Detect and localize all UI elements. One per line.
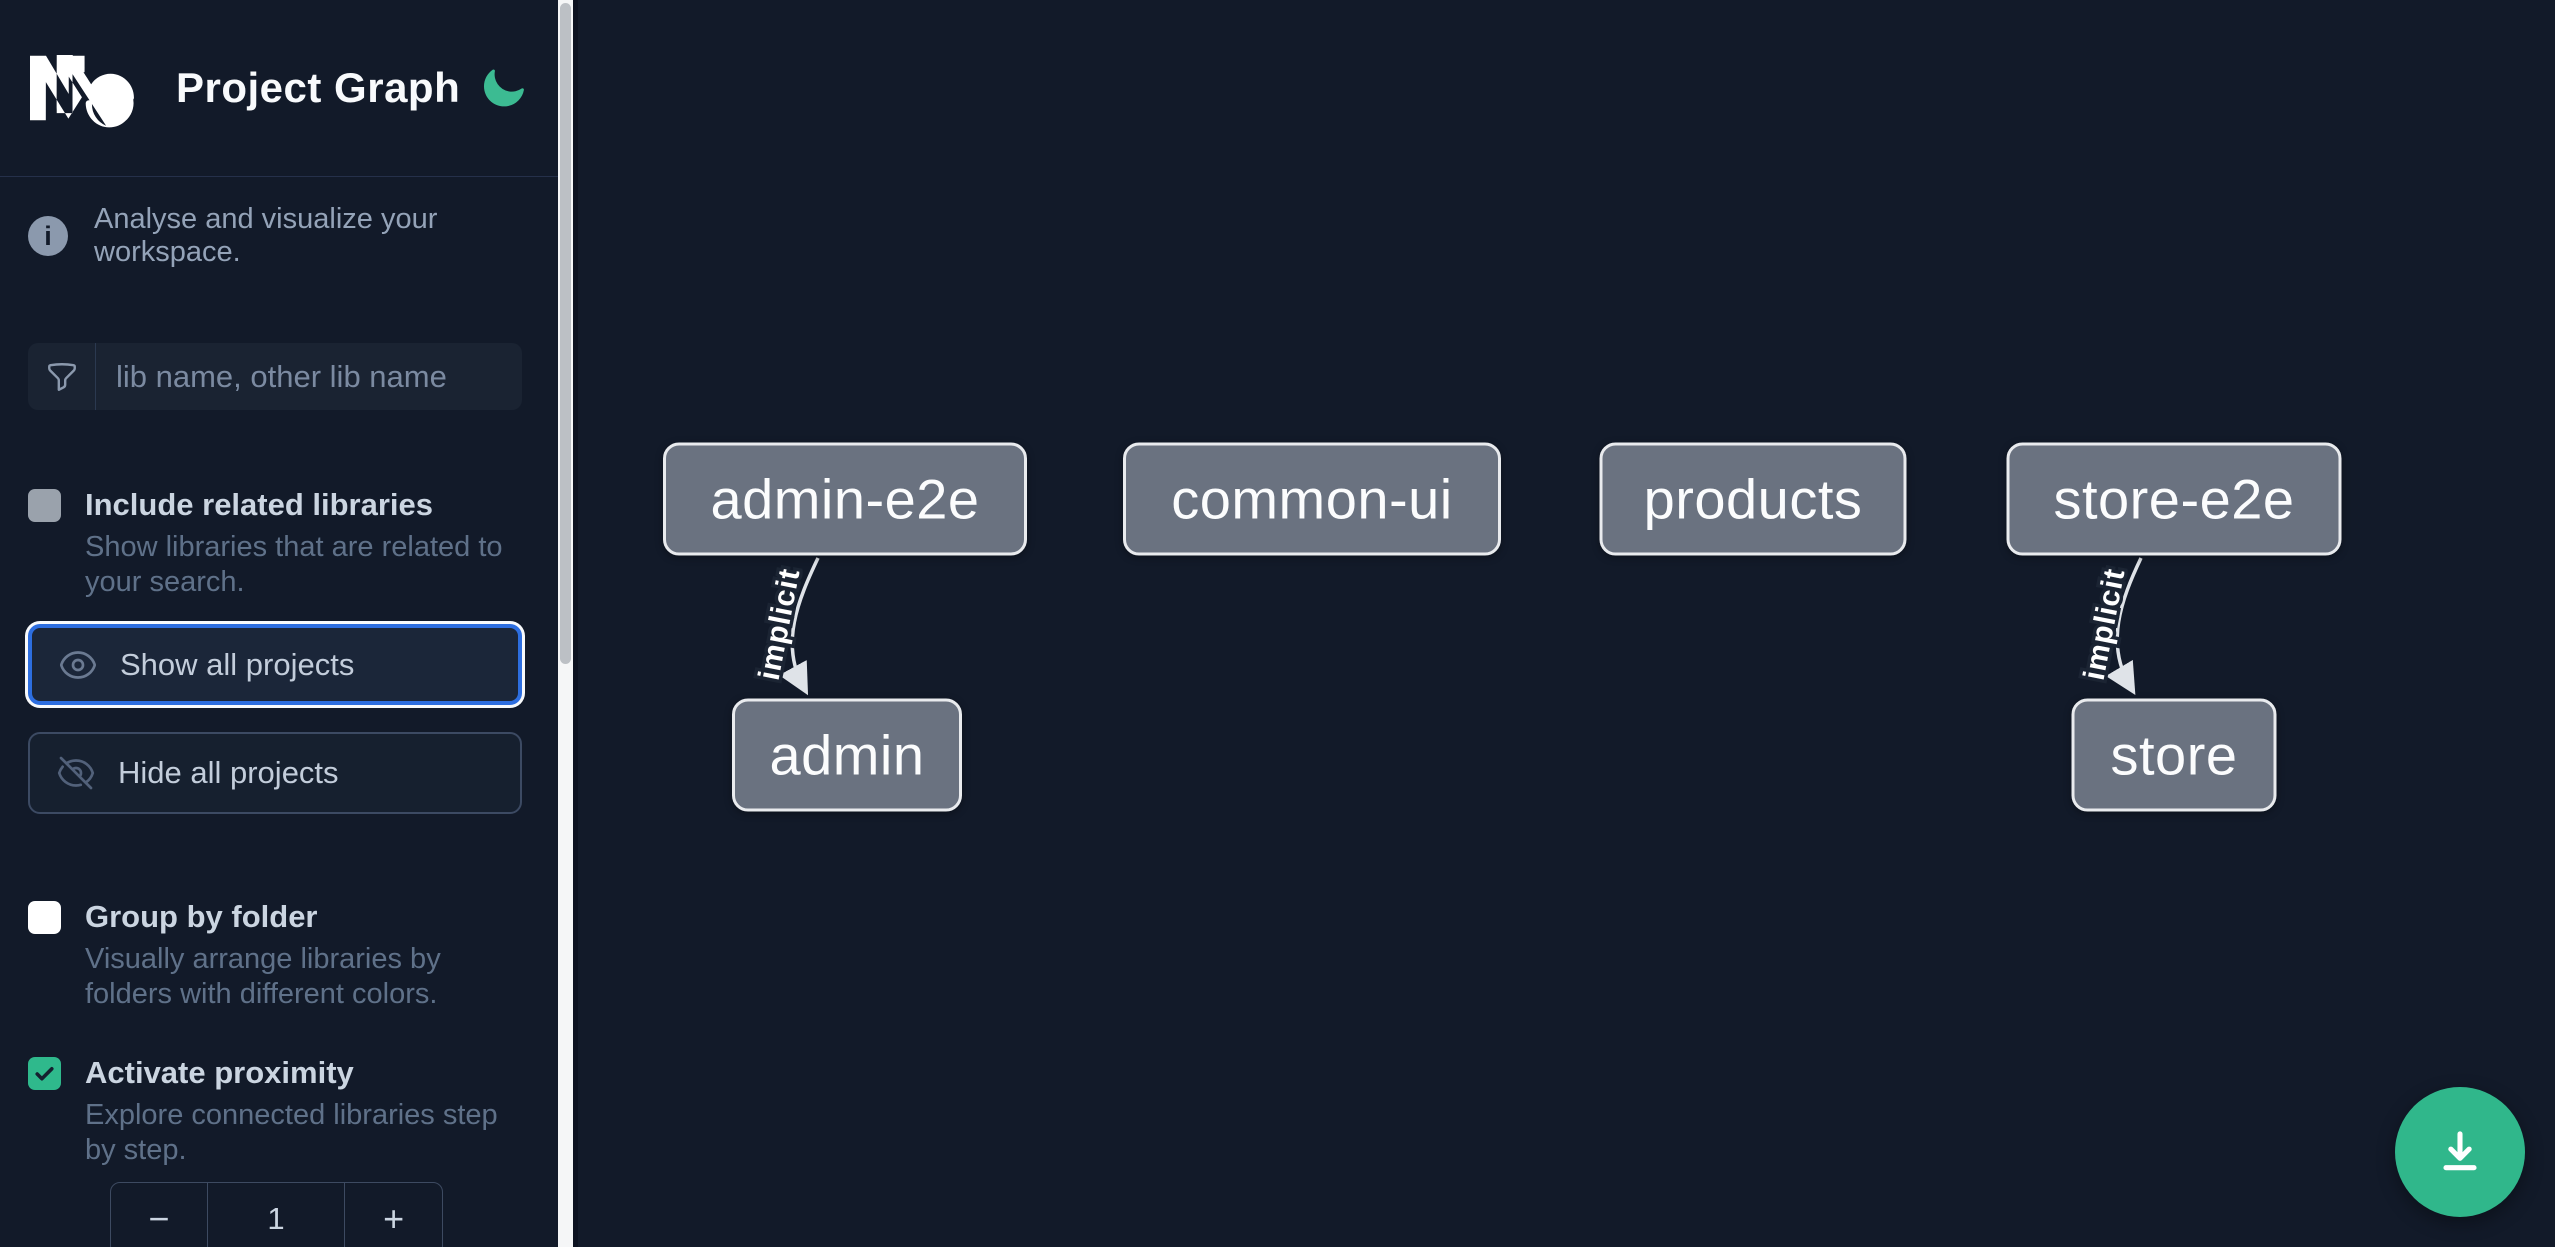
- activate-proximity-description: Explore connected libraries step by step…: [85, 1099, 498, 1166]
- sidebar: Project Graph i Analyse and visualize yo…: [0, 0, 558, 1247]
- funnel-icon: [28, 343, 96, 410]
- filter-input[interactable]: [96, 343, 522, 410]
- activate-proximity-label[interactable]: Activate proximity: [85, 1055, 354, 1090]
- group-by-folder-description: Visually arrange libraries by folders wi…: [85, 943, 441, 1010]
- graph-node-admin-e2e[interactable]: admin-e2e: [663, 442, 1027, 556]
- graph-node-products[interactable]: products: [1599, 442, 1907, 556]
- download-icon: [2443, 1131, 2477, 1171]
- sidebar-scrollbar-thumb[interactable]: [560, 3, 571, 664]
- decrement-button[interactable]: −: [111, 1183, 208, 1247]
- eye-slash-icon: [57, 756, 95, 790]
- nx-logo: [30, 55, 134, 128]
- group-by-folder-checkbox[interactable]: [28, 900, 61, 934]
- graph-node-common-ui[interactable]: common-ui: [1123, 442, 1501, 556]
- activate-proximity-checkbox[interactable]: [28, 1056, 61, 1090]
- workspace-info: i Analyse and visualize your workspace.: [28, 203, 530, 269]
- moon-icon: [484, 69, 524, 107]
- graph-edge-store-e2e-store: [2105, 557, 2143, 696]
- include-related-label[interactable]: Include related libraries: [85, 487, 434, 522]
- activate-proximity-row: Activate proximity Explore connected lib…: [28, 1054, 530, 1168]
- graph-node-store-e2e[interactable]: store-e2e: [2006, 442, 2342, 556]
- graph-node-store[interactable]: store: [2071, 698, 2277, 812]
- show-all-projects-button[interactable]: Show all projects: [28, 624, 522, 705]
- increment-button[interactable]: +: [344, 1183, 442, 1247]
- checkmark-icon: [35, 1066, 54, 1080]
- edge-label-store-e2e-store: implicit: [2078, 566, 2132, 683]
- hide-all-projects-label: Hide all projects: [118, 755, 339, 790]
- proximity-depth-stepper: − 1 +: [110, 1182, 443, 1247]
- graph-node-admin[interactable]: admin: [732, 698, 962, 812]
- eye-icon: [59, 650, 97, 679]
- include-related-checkbox[interactable]: [28, 488, 61, 522]
- sidebar-scrollbar-track[interactable]: [558, 0, 573, 1247]
- group-by-folder-label[interactable]: Group by folder: [85, 899, 318, 934]
- sidebar-divider: [573, 0, 578, 1247]
- sidebar-content: i Analyse and visualize your workspace. …: [0, 203, 558, 1247]
- download-graph-button[interactable]: [2395, 1087, 2525, 1217]
- info-icon: i: [28, 216, 68, 256]
- edge-label-admin-e2e-admin: implicit: [753, 566, 807, 683]
- hide-all-projects-button[interactable]: Hide all projects: [28, 732, 522, 814]
- tagline-text: Analyse and visualize your workspace.: [94, 203, 438, 268]
- page-title: Project Graph: [176, 64, 461, 111]
- show-all-projects-label: Show all projects: [120, 646, 355, 682]
- stepper-value[interactable]: 1: [267, 1201, 285, 1236]
- theme-toggle-button[interactable]: [478, 63, 528, 113]
- include-related-row: Include related libraries Show libraries…: [28, 486, 530, 600]
- include-related-description: Show libraries that are related to your …: [85, 531, 503, 598]
- filter-box: [28, 343, 522, 410]
- group-by-folder-row: Group by folder Visually arrange librari…: [28, 898, 530, 1012]
- graph-edge-admin-e2e-admin: [779, 557, 820, 696]
- sidebar-header: Project Graph: [0, 0, 558, 177]
